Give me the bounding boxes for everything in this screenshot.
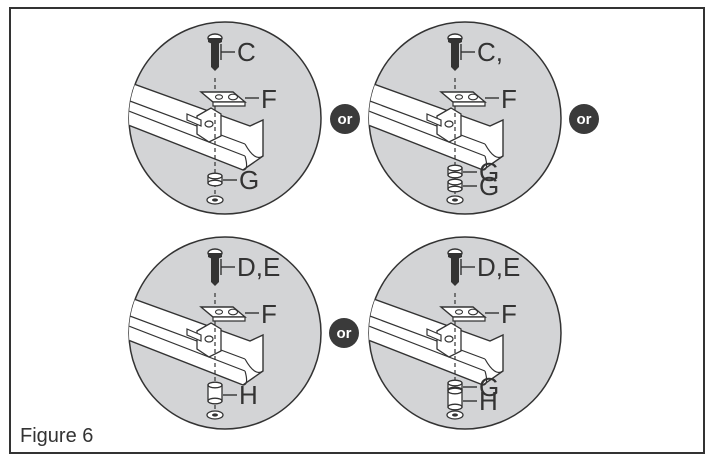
assembly-panel-3: D,E F H xyxy=(128,236,322,430)
spacer-bottom xyxy=(447,403,463,411)
or-separator: or xyxy=(569,104,599,134)
or-badge xyxy=(329,318,359,348)
figure-frame xyxy=(9,7,705,454)
spacer-bottom xyxy=(447,185,463,193)
screw-shank xyxy=(451,258,459,282)
bracket-hole xyxy=(204,335,214,343)
bracket-hole xyxy=(444,120,454,128)
bracket-pin xyxy=(186,113,202,127)
mounting-hole-center xyxy=(212,198,218,202)
spacer-bottom xyxy=(207,179,223,187)
screw-shank xyxy=(211,258,219,282)
bracket-pin xyxy=(426,328,442,342)
plate-hole xyxy=(467,308,479,316)
plate-hole xyxy=(227,93,239,101)
plate-edge xyxy=(452,101,486,107)
or-separator: or xyxy=(330,104,360,134)
plate-hole xyxy=(214,309,224,315)
plate-edge xyxy=(212,101,246,107)
bracket-pin xyxy=(186,328,202,342)
screw-callout-label: C, xyxy=(477,37,503,67)
plate-edge xyxy=(212,316,246,322)
mounting-hole-center xyxy=(452,198,458,202)
mounting-hole-center xyxy=(452,413,458,417)
plate-hole xyxy=(454,309,464,315)
bracket-pin xyxy=(426,113,442,127)
plate-callout-label: F xyxy=(261,84,277,114)
screw-shank xyxy=(451,43,459,67)
plate-hole xyxy=(227,308,239,316)
or-label: or xyxy=(337,325,352,342)
plate-callout-label: F xyxy=(501,299,517,329)
screw-shank xyxy=(211,43,219,67)
assembly-panel-2: C, F GG xyxy=(368,21,562,215)
or-badge xyxy=(330,104,360,134)
spacer-top xyxy=(447,178,463,186)
or-separator: or xyxy=(329,318,359,348)
screw-callout-label: C xyxy=(237,37,256,67)
screw-tip xyxy=(451,282,459,286)
screw-head-rim xyxy=(208,253,222,259)
spacer-callout-label: G xyxy=(479,372,499,402)
screw-tip xyxy=(211,282,219,286)
screw-tip xyxy=(451,67,459,71)
plate-hole xyxy=(214,94,224,100)
screw-callout-label: D,E xyxy=(477,252,520,282)
bracket-hole xyxy=(204,120,214,128)
bracket-hole xyxy=(444,335,454,343)
or-label: or xyxy=(577,111,592,128)
rail-end-curve xyxy=(482,143,504,171)
spacer-callout-label: G xyxy=(479,157,499,187)
screw-head-rim xyxy=(448,253,462,259)
or-label: or xyxy=(338,111,353,128)
screw-head-rim xyxy=(448,38,462,44)
spacer-top xyxy=(447,379,463,387)
rail-end-curve xyxy=(482,358,504,386)
plate-callout-label: F xyxy=(501,84,517,114)
spacer-bottom xyxy=(447,171,463,179)
spacer-top xyxy=(447,164,463,172)
plate-callout-label: F xyxy=(261,299,277,329)
spacer-callout-label: H xyxy=(239,380,258,410)
screw-tip xyxy=(211,67,219,71)
mounting-hole-center xyxy=(212,413,218,417)
screw-callout-label: D,E xyxy=(237,252,280,282)
screw-head-rim xyxy=(208,38,222,44)
spacer-top xyxy=(207,172,223,180)
spacer-callout-label: G xyxy=(479,171,499,201)
plate-hole xyxy=(467,93,479,101)
spacer-bottom xyxy=(207,397,223,405)
spacer-top xyxy=(447,387,463,395)
plate-hole xyxy=(454,94,464,100)
assembly-panel-1: CF G xyxy=(128,21,322,215)
spacer-callout-label: H xyxy=(479,386,498,416)
rail-end-curve xyxy=(242,358,264,386)
plate-edge xyxy=(452,316,486,322)
or-badge xyxy=(569,104,599,134)
rail-end-curve xyxy=(242,143,264,171)
figure-caption: Figure 6 xyxy=(20,425,94,447)
assembly-panel-4: D,E F GH xyxy=(368,236,562,430)
spacer-top xyxy=(207,381,223,389)
spacer-callout-label: G xyxy=(239,165,259,195)
